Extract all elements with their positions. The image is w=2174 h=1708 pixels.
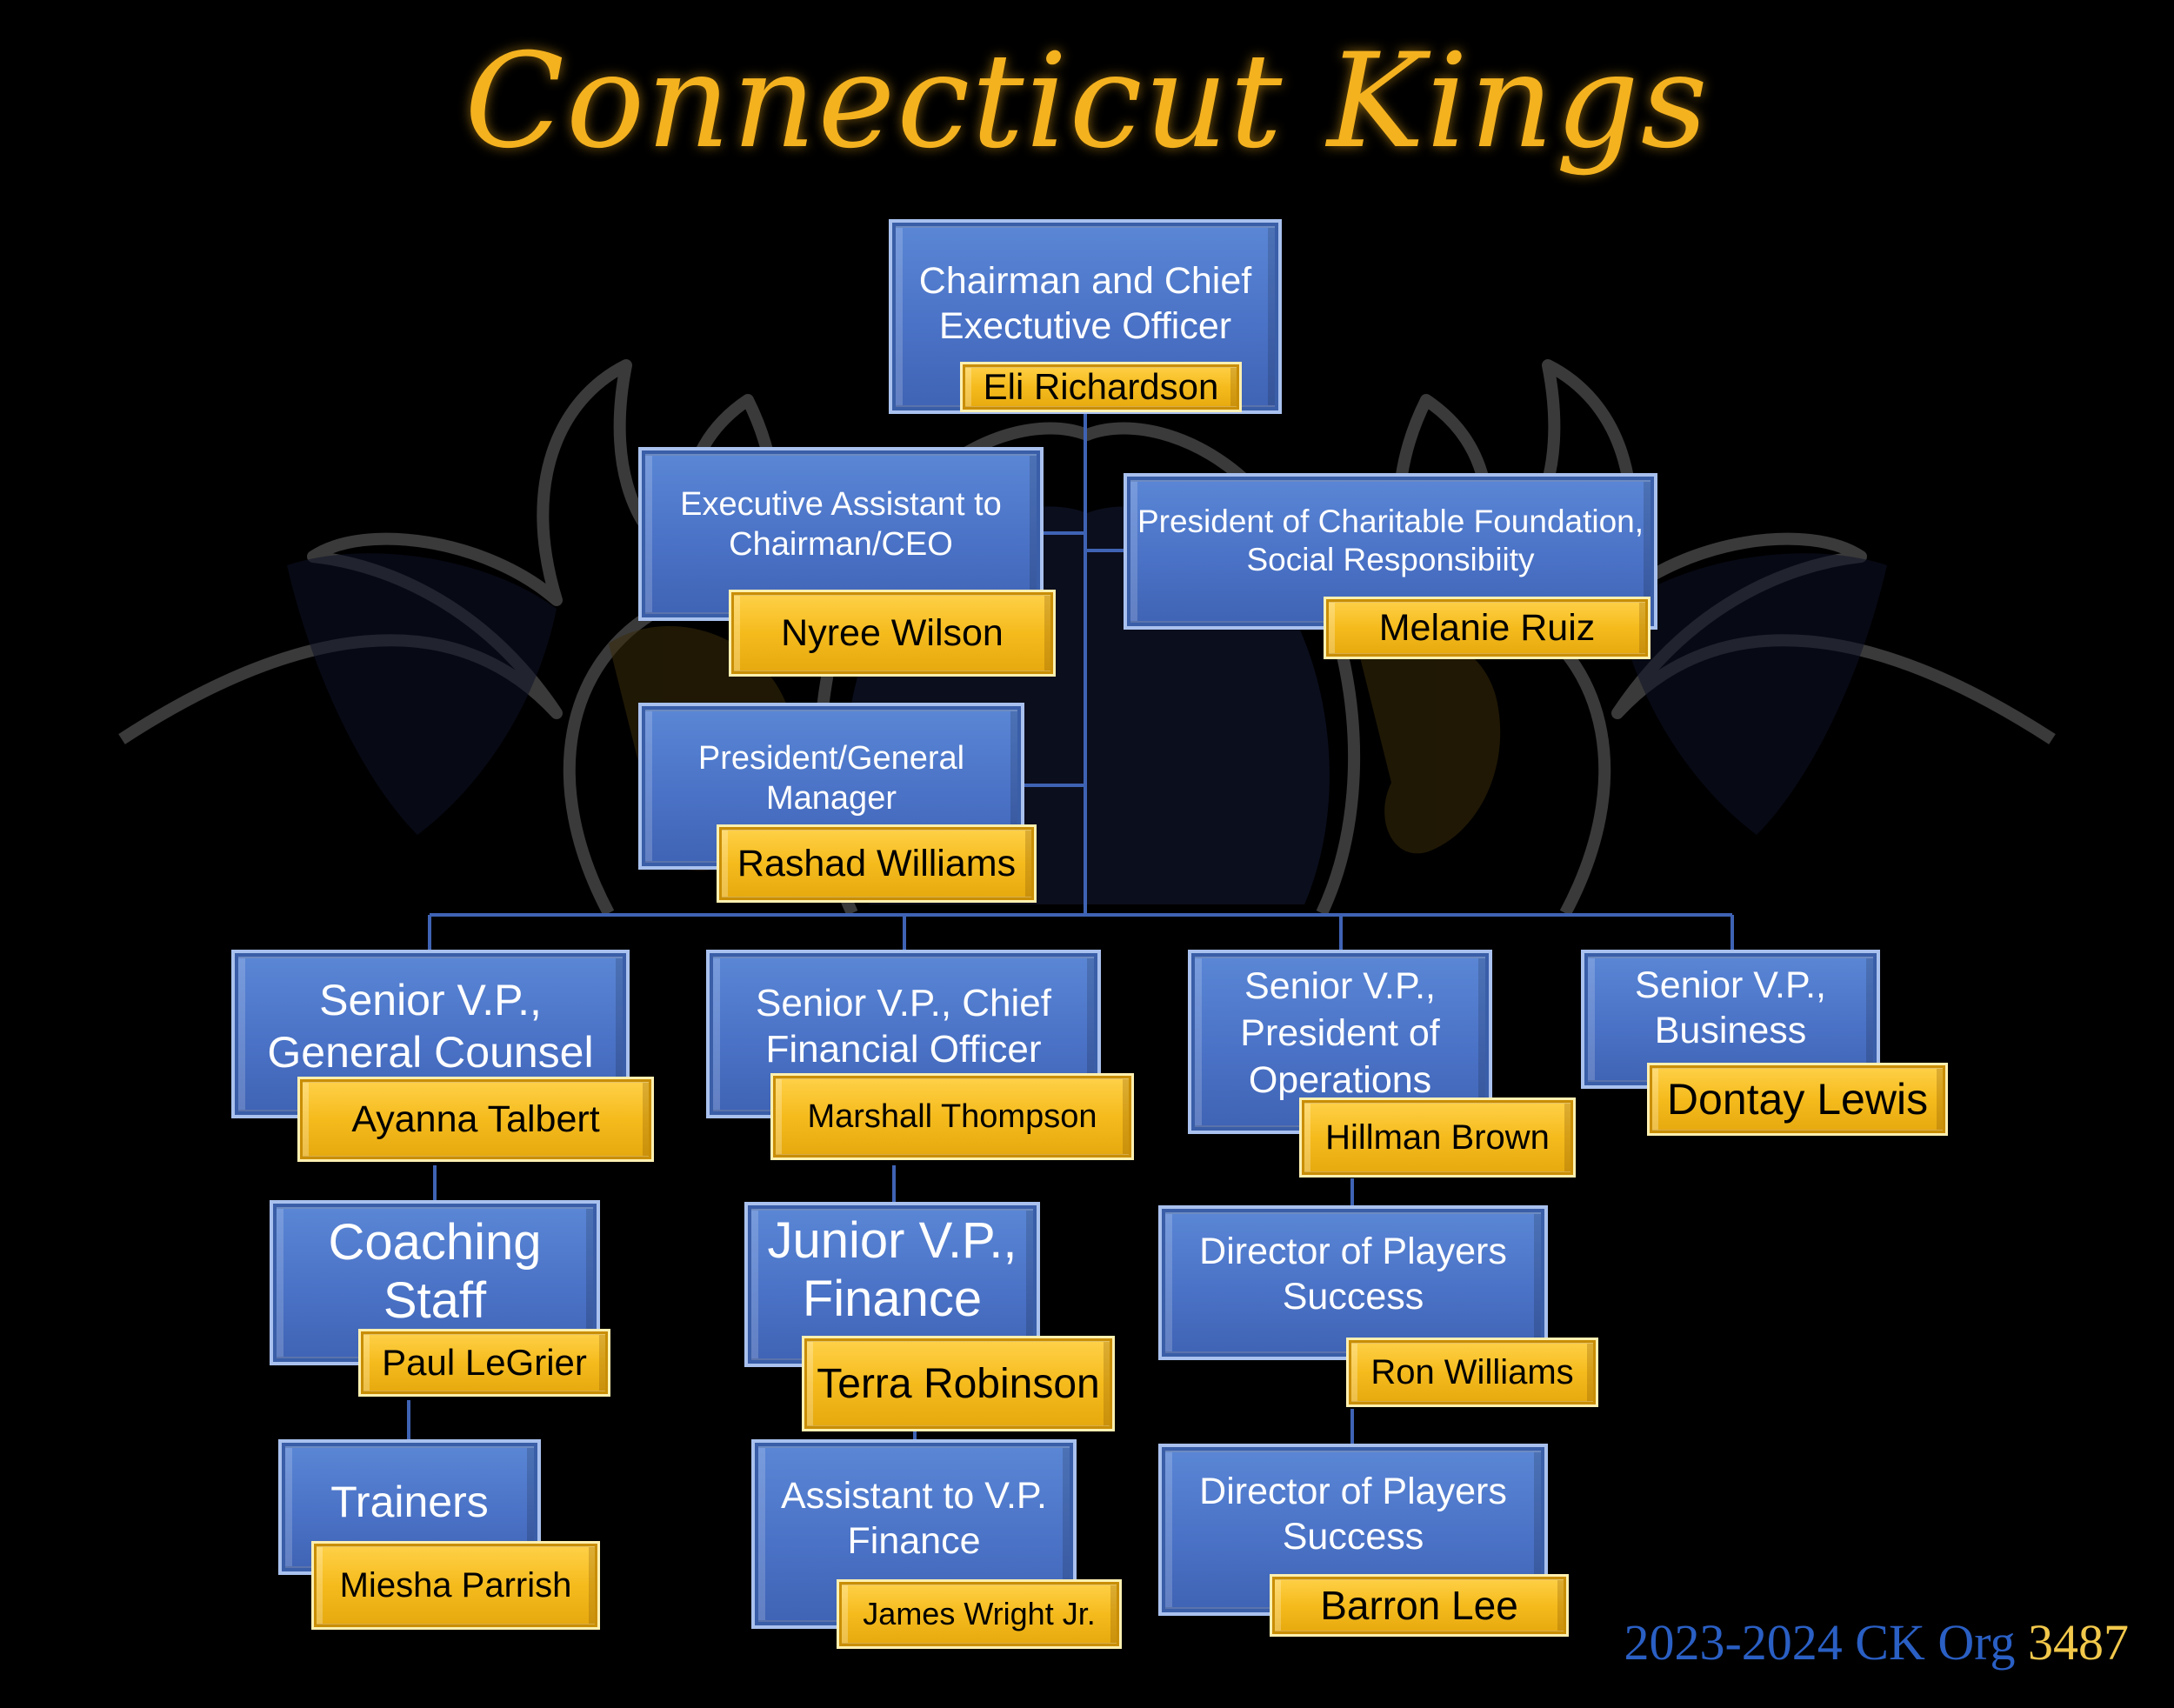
connector-lines (407, 413, 1734, 1444)
svp-cfo-name-box: Marshall Thompson (770, 1073, 1134, 1160)
svp-cfo-name-label: Marshall Thompson (807, 1098, 1097, 1135)
charitable-name-label: Melanie Ruiz (1378, 606, 1596, 649)
trainers-name-box: Miesha Parrish (311, 1541, 600, 1630)
president-gm-name-box: Rashad Williams (717, 824, 1037, 903)
svp-business-name-label: Dontay Lewis (1666, 1075, 1929, 1124)
footer-number: 3487 (2028, 1614, 2129, 1671)
president-gm-name-label: Rashad Williams (737, 842, 1017, 884)
dir-players-2-name-box: Barron Lee (1270, 1574, 1569, 1637)
dir-players-1-name-label: Ron Williams (1370, 1352, 1574, 1391)
dir-players-2-role-label: Director of Players Success (1199, 1471, 1507, 1558)
jvp-finance-name-label: Terra Robinson (817, 1360, 1100, 1407)
exec-assistant-role-label: Executive Assistant to Chairman/CEO (680, 486, 1002, 563)
svp-counsel-name-label: Ayanna Talbert (351, 1098, 600, 1140)
svp-operations-role-label: Senior V.P., President of Operations (1240, 965, 1440, 1101)
charitable-name-box: Melanie Ruiz (1324, 597, 1651, 659)
jvp-finance-name-box: Terra Robinson (802, 1336, 1115, 1431)
coaching-name-label: Paul LeGrier (382, 1342, 587, 1383)
svp-operations-name-label: Hillman Brown (1325, 1118, 1550, 1157)
dir-players-2-name-label: Barron Lee (1320, 1583, 1518, 1628)
svp-counsel-role-label: Senior V.P., General Counsel (267, 976, 594, 1077)
president-gm-role-label: President/General Manager (697, 740, 965, 817)
ceo-role-label: Chairman and Chief Exectutive Officer (918, 260, 1252, 347)
footer-label: 2023-2024 CK Org (1624, 1614, 2016, 1671)
asst-vp-finance-name-label: James Wright Jr. (863, 1596, 1096, 1631)
trainers-role-box: Trainers (278, 1439, 541, 1575)
svp-business-role-label: Senior V.P., Business (1635, 964, 1826, 1051)
footer-caption: 2023-2024 CK Org 3487 (1624, 1613, 2129, 1671)
svp-business-name-box: Dontay Lewis (1647, 1063, 1948, 1136)
dir-players-1-name-box: Ron Williams (1346, 1338, 1598, 1407)
ceo-name-box: Eli Richardson (960, 362, 1242, 412)
svp-cfo-role-label: Senior V.P., Chief Financial Officer (755, 982, 1051, 1071)
jvp-finance-role-label: Junior V.P., Finance (767, 1212, 1017, 1327)
page-title: Connecticut Kings (464, 26, 1710, 177)
asst-vp-finance-role-label: Assistant to V.P. Finance (781, 1475, 1047, 1562)
trainers-name-label: Miesha Parrish (339, 1565, 572, 1605)
svp-operations-name-box: Hillman Brown (1299, 1098, 1576, 1178)
coaching-role-label: Coaching Staff (328, 1214, 542, 1329)
asst-vp-finance-name-box: James Wright Jr. (837, 1579, 1122, 1649)
trainers-role-label: Trainers (330, 1478, 489, 1526)
svp-counsel-name-box: Ayanna Talbert (297, 1077, 654, 1162)
dir-players-1-role-box: Director of Players Success (1158, 1205, 1548, 1360)
exec-assistant-name-box: Nyree Wilson (729, 590, 1056, 677)
exec-assistant-name-label: Nyree Wilson (781, 611, 1004, 654)
charitable-role-label: President of Charitable Foundation, Soci… (1137, 504, 1644, 578)
dir-players-1-role-label: Director of Players Success (1199, 1231, 1507, 1318)
coaching-name-box: Paul LeGrier (358, 1329, 610, 1397)
ceo-name-label: Eli Richardson (983, 366, 1219, 407)
